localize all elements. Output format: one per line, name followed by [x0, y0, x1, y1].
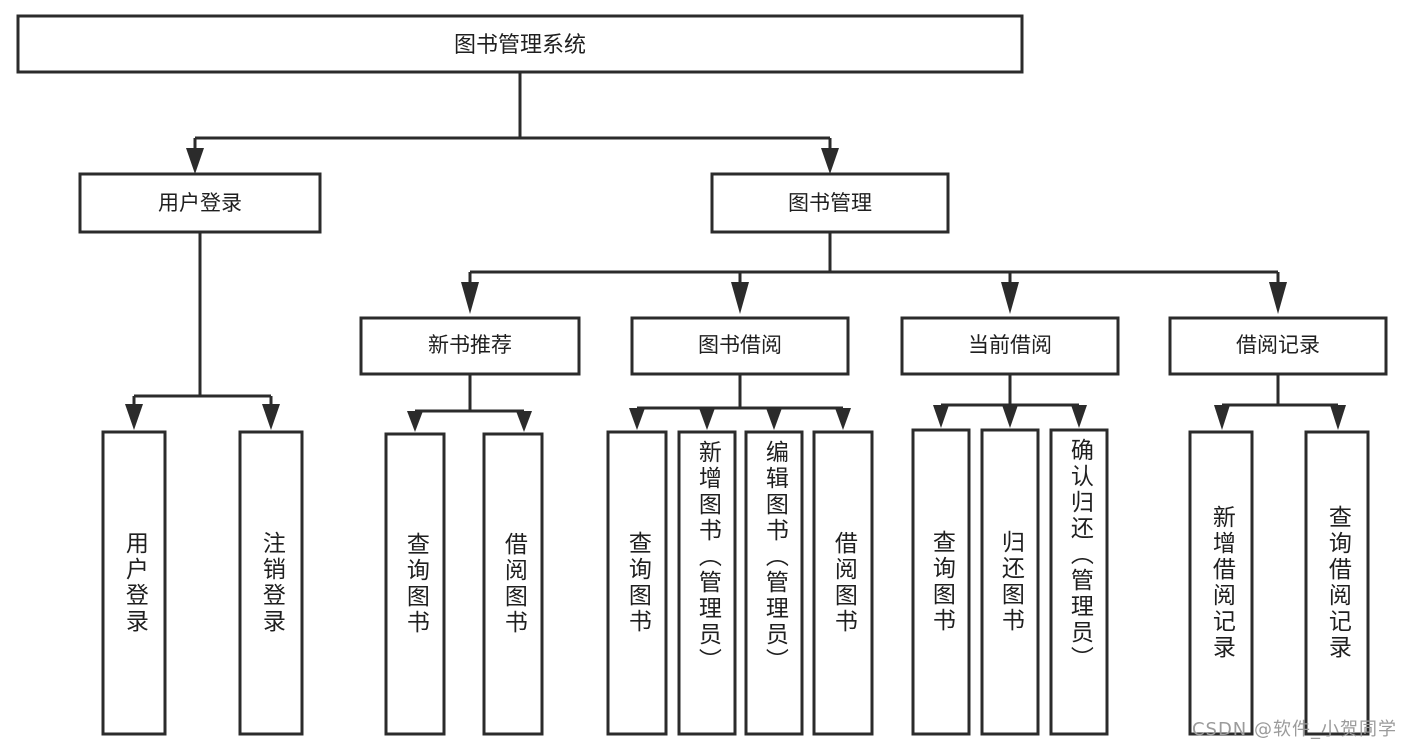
node-leaf-borrow-book[interactable]: [812, 430, 874, 736]
node-leaf-query-book-new[interactable]: [384, 432, 446, 736]
node-user-login[interactable]: 用户登录: [78, 172, 322, 234]
node-borrow-record-box: [1168, 316, 1388, 376]
node-new-book-label: 新书推荐: [428, 333, 512, 357]
node-leaf-query-book-current[interactable]: [911, 428, 971, 736]
node-borrow-record-label: 借阅记录: [1236, 333, 1320, 357]
arrow-head-current-leaf-3: [1071, 405, 1087, 428]
arrow-head-root-user: [186, 148, 204, 174]
node-leaf-return-book[interactable]: [980, 428, 1040, 736]
node-leaf-box: [384, 432, 446, 736]
node-leaf-logout[interactable]: [238, 430, 304, 736]
arrow-head-book-new: [461, 282, 479, 314]
node-book-manage[interactable]: 图书管理: [710, 172, 950, 234]
node-root-box: [16, 14, 1024, 74]
connector-group-user-login: [125, 232, 280, 430]
arrow-head-book-borrow: [731, 282, 749, 314]
node-book-borrow[interactable]: 图书借阅: [630, 316, 850, 376]
arrow-head-user-leaf-1: [125, 404, 143, 430]
connector-group-current-borrow: [933, 374, 1087, 428]
arrow-head-record-leaf-2: [1330, 405, 1346, 430]
node-leaf-box: [1304, 430, 1370, 736]
node-current-borrow[interactable]: 当前借阅: [900, 316, 1120, 376]
node-leaf-add-book-admin[interactable]: [677, 430, 737, 736]
node-leaf-user-login[interactable]: [101, 430, 167, 736]
node-current-borrow-box: [900, 316, 1120, 376]
connector-group-book-manage: [461, 232, 1287, 314]
node-leaf-box: [1188, 430, 1254, 736]
node-leaf-box: [980, 428, 1040, 736]
node-root-label: 图书管理系统: [454, 33, 586, 58]
arrow-head-record-leaf-1: [1214, 405, 1230, 430]
node-leaf-box: [812, 430, 874, 736]
arrow-head-book-record: [1269, 282, 1287, 314]
arrow-head-book-current: [1001, 282, 1019, 314]
arrow-head-newbook-leaf-2: [516, 411, 532, 432]
node-book-manage-box: [710, 172, 950, 234]
connector-group-borrow-record: [1214, 374, 1346, 430]
arrow-head-borrow-leaf-1: [629, 408, 645, 430]
node-book-borrow-label: 图书借阅: [698, 333, 782, 357]
node-user-login-label: 用户登录: [158, 191, 242, 215]
arrow-head-borrow-leaf-3: [766, 408, 782, 430]
node-leaf-box: [482, 432, 544, 736]
connector-group-root: [186, 72, 839, 174]
node-new-book-box: [359, 316, 581, 376]
node-leaf-box: [744, 430, 804, 736]
node-book-borrow-box: [630, 316, 850, 376]
arrow-head-current-leaf-2: [1002, 405, 1018, 428]
node-leaf-query-book-borrow[interactable]: [606, 430, 668, 736]
arrow-head-newbook-leaf-1: [407, 411, 423, 432]
arrow-head-borrow-leaf-4: [835, 408, 851, 430]
node-root-system[interactable]: 图书管理系统: [16, 14, 1024, 74]
node-leaf-box: [238, 430, 304, 736]
node-leaf-box: [101, 430, 167, 736]
watermark-text: CSDN @软件_小贺同学: [1191, 719, 1397, 740]
arrow-head-current-leaf-1: [933, 405, 949, 428]
arrow-head-user-leaf-2: [262, 404, 280, 430]
node-leaf-box: [911, 428, 971, 736]
connector-group-book-borrow: [629, 374, 851, 430]
node-leaf-borrow-book-new[interactable]: [482, 432, 544, 736]
node-leaf-confirm-return-admin[interactable]: [1049, 428, 1109, 736]
connector-group-new-book: [407, 374, 532, 432]
node-leaf-query-borrow-record[interactable]: [1304, 430, 1370, 736]
arrow-head-borrow-leaf-2: [699, 408, 715, 430]
node-leaf-box: [677, 430, 737, 736]
node-leaf-box: [1049, 428, 1109, 736]
node-current-borrow-label: 当前借阅: [968, 333, 1052, 357]
node-leaf-add-borrow-record[interactable]: [1188, 430, 1254, 736]
node-user-login-box: [78, 172, 322, 234]
node-leaf-box: [606, 430, 668, 736]
arrow-head-root-book: [821, 148, 839, 174]
node-new-book-recommend[interactable]: 新书推荐: [359, 316, 581, 376]
node-borrow-record[interactable]: 借阅记录: [1168, 316, 1388, 376]
node-leaf-edit-book-admin[interactable]: [744, 430, 804, 736]
node-book-manage-label: 图书管理: [788, 191, 872, 215]
